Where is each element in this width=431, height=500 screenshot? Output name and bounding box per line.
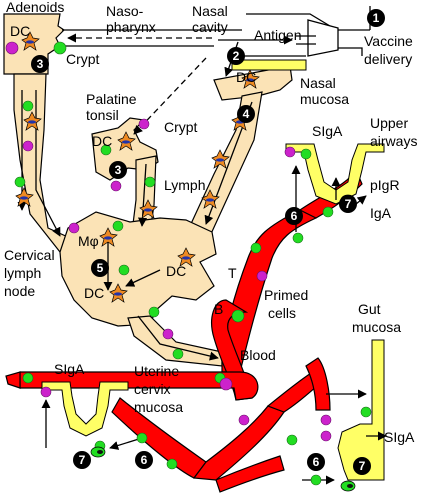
label-nasal-cavity: Nasal: [192, 3, 228, 19]
step-marker-5: 5: [91, 259, 109, 277]
label-dc-palatine: DC: [92, 133, 112, 149]
lymph-arrow-efferent: [137, 315, 219, 361]
lymph-arrow-node-dc: [125, 269, 161, 287]
t-cells: [5, 41, 332, 442]
step-marker-3-adenoid: 3: [31, 55, 49, 73]
label-primed: Primed: [264, 287, 308, 303]
label-dc-adenoid: DC: [10, 23, 30, 39]
label-pigr: pIgR: [370, 177, 400, 193]
label-nasopharynx-2: pharynx: [106, 19, 156, 35]
label-cervical: Cervical: [4, 247, 55, 263]
label-t-cell: T: [228, 265, 237, 281]
step-marker-6-gut: 6: [307, 453, 325, 471]
label-nasopharynx: Naso-: [106, 3, 144, 19]
label-siga-gut: SIgA: [384, 429, 415, 445]
svg-text:7: 7: [345, 197, 352, 211]
svg-text:5: 5: [97, 261, 104, 275]
label-blood: Blood: [240, 347, 276, 363]
svg-text:6: 6: [291, 209, 298, 223]
label-crypt-adenoid: Crypt: [66, 51, 100, 67]
b-cells: [14, 41, 372, 486]
label-dc-nasal: DC: [236, 69, 256, 85]
blood-vessel-right-branch: [305, 357, 331, 411]
svg-text:2: 2: [233, 49, 240, 63]
label-uterine-2: cervix: [134, 381, 171, 397]
upper-airway-epithelium: [285, 143, 385, 205]
gut-epithelium: [337, 339, 385, 481]
efferent-lymph: [127, 315, 223, 367]
label-upper-airways: Upper: [370, 115, 408, 131]
label-primed-2: cells: [268, 305, 296, 321]
label-siga-cervix: SIgA: [54, 361, 85, 377]
step-marker-6-cervix: 6: [135, 451, 153, 469]
label-palatine-2: tonsil: [86, 107, 119, 123]
label-dc-node-right: DC: [166, 263, 186, 279]
label-gut: Gut: [358, 301, 381, 317]
label-b-cell: B: [214, 301, 223, 317]
label-palatine: Palatine: [86, 91, 137, 107]
step-marker-7-gut: 7: [353, 457, 371, 475]
label-upper-airways-2: airways: [370, 133, 417, 149]
label-nasal-mucosa-2: mucosa: [300, 91, 349, 107]
step-marker-1: 1: [367, 9, 385, 27]
step-marker-3-palatine: 3: [109, 161, 127, 179]
label-uterine: Uterine: [134, 363, 179, 379]
step-marker-2: 2: [227, 47, 245, 65]
label-macrophage: Mφ: [78, 233, 99, 249]
blood-vessel-lower: [19, 371, 259, 401]
label-dc-node-left: DC: [84, 285, 104, 301]
svg-text:7: 7: [79, 453, 86, 467]
arrow-cervix-cell: [109, 437, 143, 450]
svg-text:1: 1: [373, 11, 380, 25]
svg-text:7: 7: [359, 459, 366, 473]
nasal-epithelium: [231, 59, 307, 71]
step-marker-4: 4: [237, 105, 255, 123]
label-cervical-2: lymph: [4, 265, 41, 281]
label-crypt-palatine: Crypt: [164, 119, 198, 135]
label-nasal-cavity-2: cavity: [192, 19, 228, 35]
cavity-line-top: [246, 13, 331, 27]
label-iga: IgA: [370, 205, 392, 221]
label-adenoids: Adenoids: [6, 0, 64, 15]
label-cervical-3: node: [4, 283, 35, 299]
cervical-lymph-node: [59, 211, 217, 327]
blood-vessel-far-left: [5, 371, 21, 389]
svg-text:6: 6: [141, 453, 148, 467]
spray-lines: [296, 35, 316, 45]
step-marker-6-airway: 6: [285, 207, 303, 225]
svg-text:3: 3: [115, 163, 122, 177]
vaccine-nozzle: [307, 19, 339, 57]
label-antigen: Antigen: [254, 27, 301, 43]
step-marker-7-airway: 7: [339, 195, 357, 213]
svg-text:4: 4: [243, 107, 250, 121]
svg-text:6: 6: [313, 455, 320, 469]
label-vaccine-2: delivery: [364, 51, 412, 67]
uterine-epithelium: [41, 381, 129, 437]
antigen-to-tonsil: [133, 57, 207, 135]
label-nasal-mucosa: Nasal: [300, 75, 336, 91]
label-lymph: Lymph: [164, 177, 206, 193]
svg-text:3: 3: [37, 57, 44, 71]
label-siga-upper: SIgA: [312, 123, 343, 139]
blood-vessel-right-tail: [215, 455, 285, 493]
label-gut-2: mucosa: [352, 319, 401, 335]
label-vaccine: Vaccine: [364, 33, 413, 49]
step-marker-7-cervix: 7: [73, 451, 91, 469]
label-uterine-3: mucosa: [134, 399, 183, 415]
